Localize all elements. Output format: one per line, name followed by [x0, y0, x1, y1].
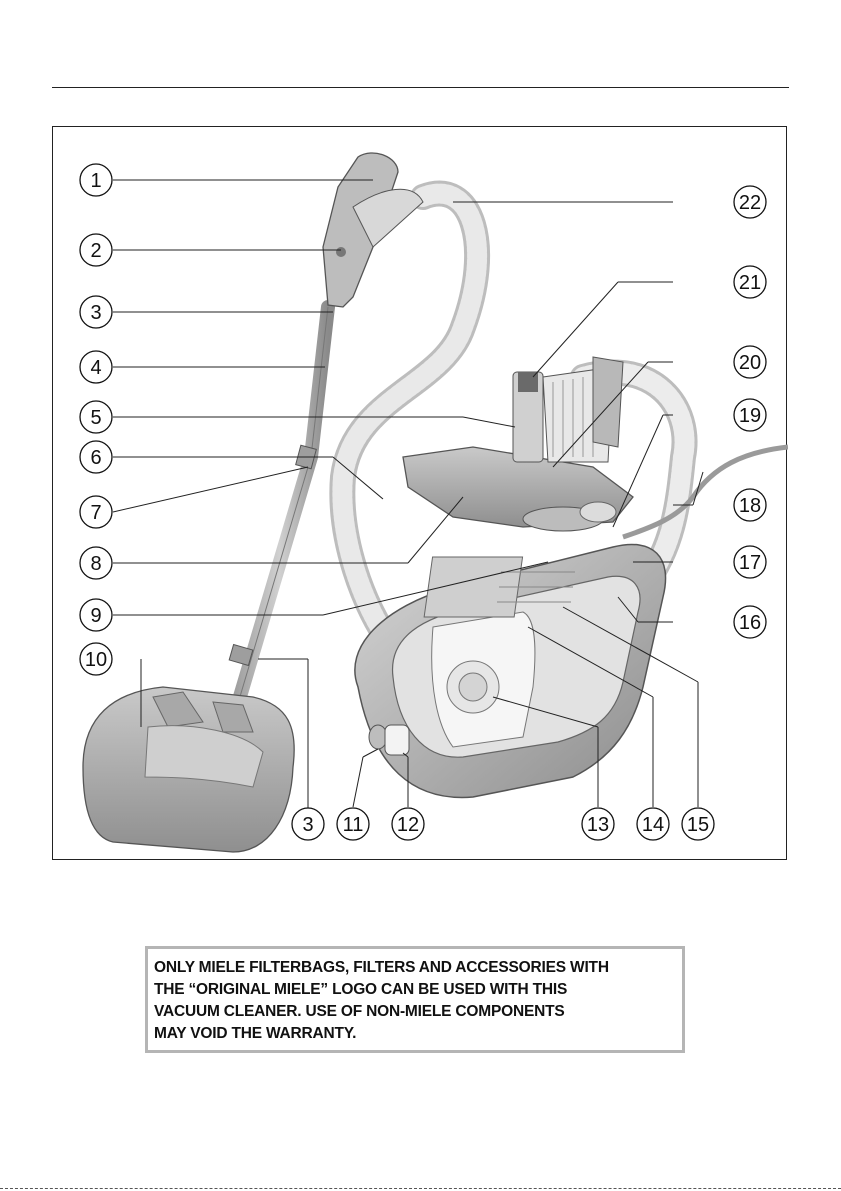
callout-20: 20 [734, 346, 766, 378]
handle [323, 153, 423, 307]
svg-text:21: 21 [739, 272, 761, 294]
notice-line: ONLY MIELE FILTERBAGS, FILTERS AND ACCES… [154, 957, 676, 979]
callout-10: 10 [80, 643, 112, 675]
callout-9: 9 [80, 599, 112, 631]
callout-2: 2 [80, 234, 112, 266]
svg-text:2: 2 [90, 240, 101, 262]
power-cord [623, 447, 788, 537]
warranty-notice: ONLY MIELE FILTERBAGS, FILTERS AND ACCES… [145, 946, 685, 1053]
svg-text:7: 7 [90, 502, 101, 524]
callout-6: 6 [80, 441, 112, 473]
notice-line: MAY VOID THE WARRANTY. [154, 1023, 676, 1045]
svg-text:16: 16 [739, 612, 761, 634]
svg-text:10: 10 [85, 649, 107, 671]
notice-line: VACUUM CLEANER. USE OF NON-MIELE COMPONE… [154, 1001, 676, 1023]
header-rule [52, 87, 789, 88]
svg-text:1: 1 [90, 170, 101, 192]
svg-text:22: 22 [739, 192, 761, 214]
svg-text:3: 3 [302, 814, 313, 836]
callout-17: 17 [734, 546, 766, 578]
callout-22: 22 [734, 186, 766, 218]
svg-text:19: 19 [739, 405, 761, 427]
page-bottom-edge [0, 1188, 841, 1189]
callout-14: 14 [637, 808, 669, 840]
callout-5: 5 [80, 401, 112, 433]
svg-text:5: 5 [90, 407, 101, 429]
svg-text:3: 3 [90, 302, 101, 324]
callout-19: 19 [734, 399, 766, 431]
svg-text:20: 20 [739, 352, 761, 374]
callout-21: 21 [734, 266, 766, 298]
callout-16: 16 [734, 606, 766, 638]
vacuum-illustration: 1 2 3 4 5 6 7 8 9 10 3 11 12 13 14 15 16… [53, 127, 788, 861]
vacuum-diagram: 1 2 3 4 5 6 7 8 9 10 3 11 12 13 14 15 16… [52, 126, 787, 860]
floor-head [83, 687, 294, 852]
callout-4: 4 [80, 351, 112, 383]
callout-15: 15 [682, 808, 714, 840]
svg-text:11: 11 [343, 814, 364, 836]
telescopic-wand [229, 307, 328, 727]
svg-text:12: 12 [397, 814, 419, 836]
callout-13: 13 [582, 808, 614, 840]
svg-text:14: 14 [642, 814, 664, 836]
callout-7: 7 [80, 496, 112, 528]
callout-8: 8 [80, 547, 112, 579]
svg-text:9: 9 [90, 605, 101, 627]
accessory-holder [513, 357, 623, 462]
svg-text:8: 8 [90, 553, 101, 575]
svg-text:13: 13 [587, 814, 609, 836]
callout-12: 12 [392, 808, 424, 840]
callout-3: 3 [80, 296, 112, 328]
callout-3-bottom: 3 [292, 808, 324, 840]
callout-18: 18 [734, 489, 766, 521]
svg-text:15: 15 [687, 814, 709, 836]
callout-1: 1 [80, 164, 112, 196]
svg-text:18: 18 [739, 495, 761, 517]
notice-line: THE “ORIGINAL MIELE” LOGO CAN BE USED WI… [154, 979, 676, 1001]
vacuum-body [355, 544, 666, 797]
svg-text:6: 6 [90, 447, 101, 469]
callout-11: 11 [337, 808, 369, 840]
svg-text:4: 4 [90, 357, 101, 379]
svg-text:17: 17 [739, 552, 761, 574]
